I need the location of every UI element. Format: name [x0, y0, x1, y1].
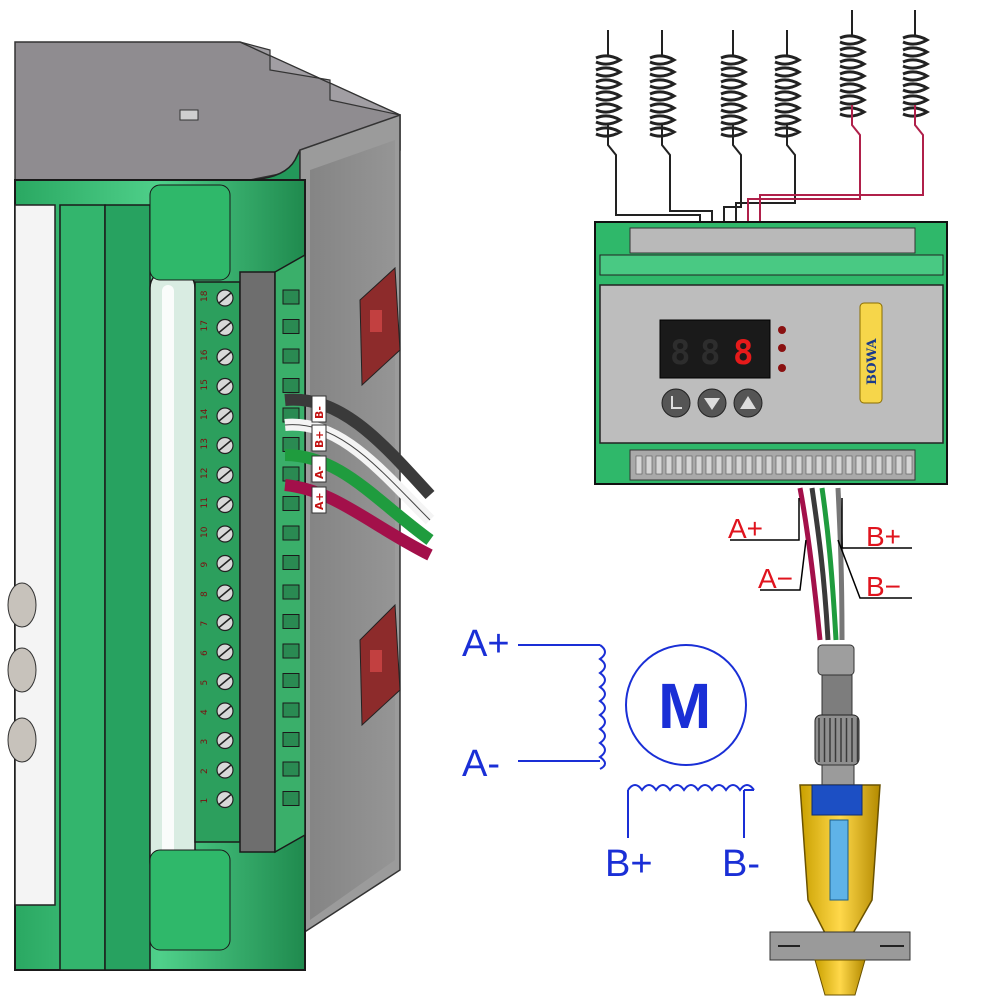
schem-label-b-minus: B- — [722, 843, 760, 885]
terminal-number: 3 — [200, 739, 210, 745]
controller-unit: 8 8 8 BOWA — [595, 10, 948, 485]
sensor-coil — [650, 30, 713, 222]
terminal-17: 17 — [200, 318, 300, 337]
din-housing-3d: 18 17 16 15 14 13 12 11 10 9 8 7 6 5 4 3 2 1 B- B+ A- A+ — [7, 41, 435, 971]
tag-a-minus: A- — [313, 466, 326, 479]
terminal-13: 13 — [200, 436, 300, 455]
terminal-10: 10 — [200, 525, 300, 543]
motor-circle — [625, 644, 747, 766]
terminal-2: 2 — [200, 761, 300, 779]
label-b-minus: B− — [866, 571, 901, 602]
terminal-5: 5 — [200, 672, 300, 691]
terminal-1: 1 — [200, 790, 300, 809]
up-button[interactable] — [733, 388, 763, 418]
sensor-coil — [721, 30, 745, 222]
led-2 — [778, 344, 786, 352]
up-arrow-icon — [740, 396, 756, 409]
terminal-number: 18 — [200, 290, 210, 302]
terminal-number: 12 — [200, 468, 210, 479]
set-button[interactable] — [661, 388, 691, 418]
terminal-number: 17 — [200, 320, 210, 331]
schem-label-a-plus: A+ — [462, 623, 510, 665]
terminal-8: 8 — [200, 584, 300, 602]
terminal-number: 15 — [200, 379, 210, 390]
label-a-plus: A+ — [728, 513, 763, 544]
terminal-number: 4 — [200, 709, 210, 715]
terminal-6: 6 — [200, 643, 300, 661]
led-1 — [778, 326, 786, 334]
led-3 — [778, 364, 786, 372]
terminal-number: 7 — [200, 621, 210, 627]
terminal-11: 11 — [200, 495, 300, 514]
schem-label-a-minus: A- — [462, 743, 500, 785]
cable-bundle-left — [284, 393, 435, 561]
valve-cable — [730, 487, 912, 641]
terminal-number: 8 — [200, 591, 210, 597]
label-b-plus: B+ — [866, 521, 901, 552]
terminal-number: 14 — [200, 408, 210, 420]
sensor-coil — [759, 10, 927, 222]
terminal-7: 7 — [200, 613, 300, 632]
din-clip-top — [359, 266, 401, 387]
terminal-number: 10 — [200, 526, 210, 538]
terminal-9: 9 — [200, 554, 300, 573]
sensor-coil — [735, 30, 799, 222]
front-buttons — [7, 582, 37, 763]
expansion-valve — [769, 644, 911, 996]
terminal-3: 3 — [200, 731, 300, 750]
display-digit-2: 8 — [700, 333, 720, 373]
display-digit-3: 8 — [733, 333, 753, 373]
tag-b-plus: B+ — [313, 430, 326, 448]
terminal-number: 16 — [200, 349, 210, 361]
terminal-number: 6 — [200, 650, 210, 656]
terminal-number: 1 — [200, 798, 210, 804]
down-button[interactable] — [697, 388, 727, 418]
brand-logo: BOWA — [865, 338, 880, 385]
motor-schematic — [518, 644, 755, 838]
display-digit-1: 8 — [670, 333, 690, 373]
wire-tags: B- B+ A- A+ — [311, 395, 327, 514]
terminal-number: 9 — [200, 562, 210, 568]
bottom-terminal-strip — [635, 455, 913, 475]
terminal-number: 5 — [200, 680, 210, 686]
down-arrow-icon — [704, 398, 720, 410]
terminal-number: 13 — [200, 438, 210, 449]
terminal-4: 4 — [200, 702, 300, 720]
terminal-16: 16 — [200, 348, 300, 366]
terminal-number: 2 — [200, 768, 210, 774]
tag-b-minus: B- — [313, 406, 326, 419]
terminal-14: 14 — [200, 407, 300, 425]
terminal-18: 18 — [200, 289, 300, 307]
terminal-15: 15 — [200, 377, 300, 396]
sensor-leads — [596, 10, 927, 222]
din-clip-bottom — [359, 603, 401, 727]
schem-label-b-plus: B+ — [605, 843, 653, 885]
terminal-block: 18 17 16 15 14 13 12 11 10 9 8 7 6 5 4 3 2 1 — [200, 289, 300, 809]
motor-symbol: M — [658, 670, 711, 742]
terminal-number: 11 — [200, 497, 210, 508]
sensor-coil — [596, 30, 701, 222]
sensor-coil — [747, 10, 864, 222]
tag-a-plus: A+ — [313, 492, 326, 510]
label-a-minus: A− — [758, 563, 793, 594]
terminal-12: 12 — [200, 466, 300, 484]
